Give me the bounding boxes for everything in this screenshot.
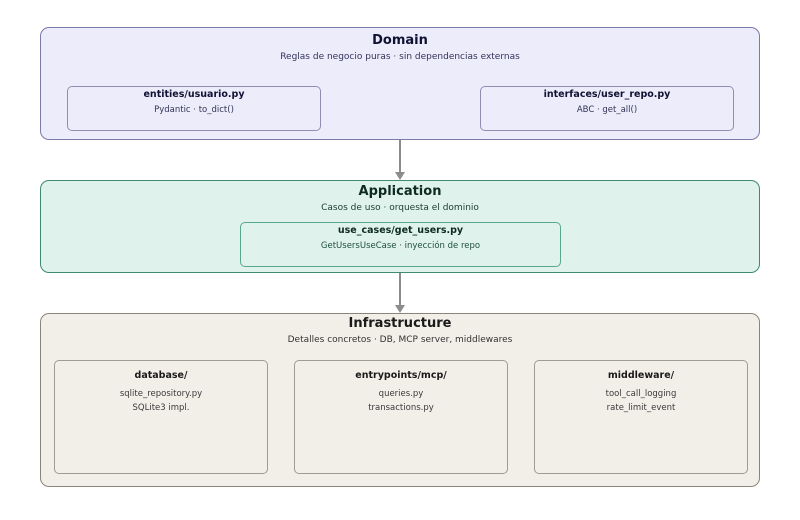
module-database: database/ sqlite_repository.py SQLite3 i… [54, 360, 268, 474]
module-detail: queries.py [378, 389, 424, 399]
infrastructure-layer: Infrastructure Detalles concretos · DB, … [40, 313, 760, 487]
infrastructure-layer-title: Infrastructure [348, 316, 452, 331]
module-title: database/ [134, 370, 188, 381]
arrow-domain-to-application [395, 140, 405, 180]
arrow-application-to-infrastructure [395, 273, 405, 313]
domain-layer-subtitle: Reglas de negocio puras · sin dependenci… [280, 52, 520, 62]
application-layer-subtitle: Casos de uso · orquesta el dominio [321, 203, 479, 213]
domain-layer-title: Domain [372, 33, 428, 48]
application-layer-title: Application [358, 184, 442, 199]
module-title: use_cases/get_users.py [337, 225, 464, 236]
module-title: interfaces/user_repo.py [543, 89, 671, 100]
module-title: entities/usuario.py [143, 89, 245, 100]
module-title: middleware/ [607, 370, 675, 381]
module-detail: transactions.py [368, 403, 434, 413]
module-entrypoints-mcp: entrypoints/mcp/ queries.py transactions… [294, 360, 508, 474]
module-detail: tool_call_logging [605, 389, 677, 399]
module-middleware: middleware/ tool_call_logging rate_limit… [534, 360, 748, 474]
module-detail: SQLite3 impl. [132, 403, 190, 413]
infrastructure-layer-subtitle: Detalles concretos · DB, MCP server, mid… [287, 335, 513, 345]
module-detail: Pydantic · to_dict() [154, 105, 234, 115]
module-entities-usuario: entities/usuario.py Pydantic · to_dict() [67, 86, 321, 131]
module-detail: GetUsersUseCase · inyección de repo [320, 241, 481, 251]
module-title: entrypoints/mcp/ [355, 370, 447, 381]
domain-layer: Domain Reglas de negocio puras · sin dep… [40, 27, 760, 140]
module-detail: ABC · get_all() [576, 105, 638, 115]
module-interfaces-user-repo: interfaces/user_repo.py ABC · get_all() [480, 86, 734, 131]
application-layer: Application Casos de uso · orquesta el d… [40, 180, 760, 273]
module-detail: sqlite_repository.py [119, 389, 203, 399]
module-use-cases-get-users: use_cases/get_users.py GetUsersUseCase ·… [240, 222, 561, 267]
module-detail: rate_limit_event [606, 403, 676, 413]
